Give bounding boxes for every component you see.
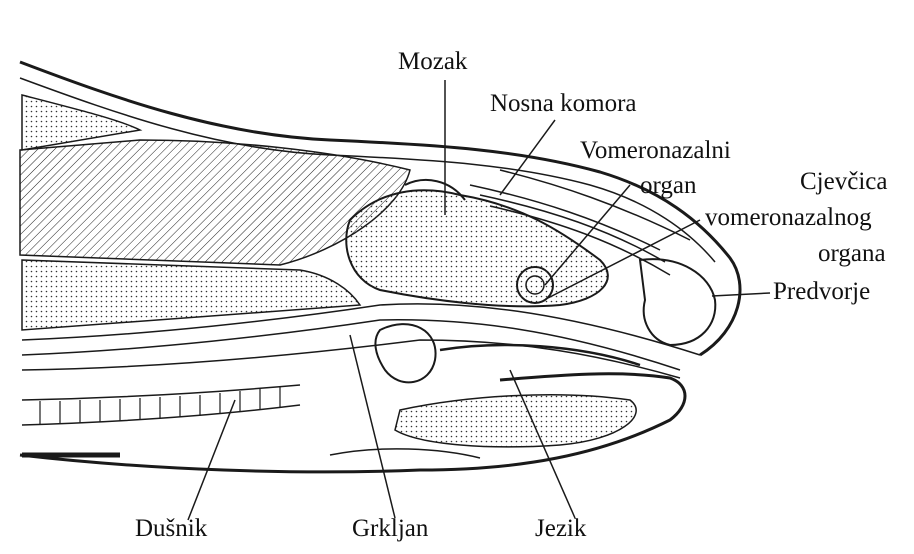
- label-cjevcica-line3: organa: [818, 240, 886, 268]
- label-predvorje: Predvorje: [773, 278, 870, 306]
- trachea: [22, 385, 300, 425]
- label-vomeronazalni-organ-line2: organ: [640, 172, 696, 200]
- label-cjevcica-line2: vomeronazalnog: [705, 204, 872, 232]
- lower-tissue: [22, 260, 360, 330]
- label-nosna-komora: Nosna komora: [490, 90, 637, 118]
- label-mozak: Mozak: [398, 48, 467, 76]
- snout-tip: [640, 259, 715, 345]
- label-cjevcica-line1: Cjevčica: [800, 168, 887, 196]
- jaw-muscle: [395, 395, 636, 447]
- brain-region: [346, 190, 608, 306]
- larynx: [375, 324, 435, 382]
- label-vomeronazalni-organ-line1: Vomeronazalni: [580, 137, 731, 165]
- label-dusnik: Dušnik: [135, 515, 207, 543]
- label-grkljan: Grkljan: [352, 515, 428, 543]
- label-jezik: Jezik: [535, 515, 586, 543]
